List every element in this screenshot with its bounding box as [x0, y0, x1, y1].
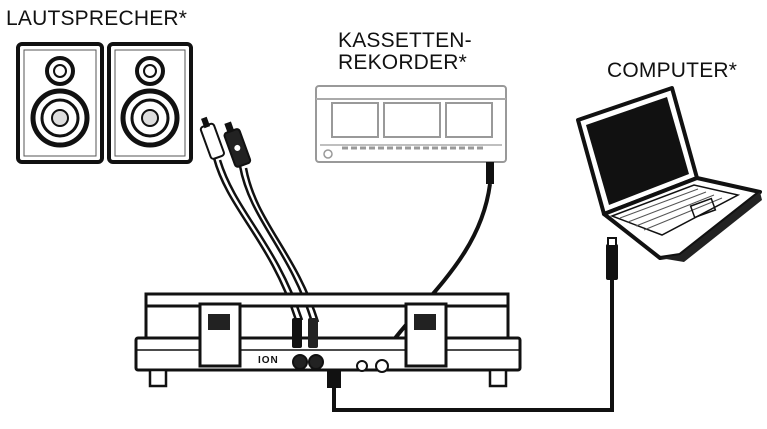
tape-cable: [380, 162, 494, 358]
speakers-label-text: LAUTSPRECHER*: [6, 7, 188, 30]
speaker-left: [16, 42, 104, 164]
cassette-recorder: [315, 85, 507, 163]
computer-label: COMPUTER*: [607, 59, 738, 82]
tape-recorder-label-line2: REKORDER*: [338, 51, 467, 75]
laptop-computer: [576, 86, 762, 262]
usb-cable: [327, 237, 618, 412]
turntable: [134, 292, 522, 388]
computer-label-text: COMPUTER*: [607, 59, 738, 82]
rca-plugs-top: [199, 116, 252, 168]
tape-recorder-label: KASSETTEN- REKORDER*: [338, 29, 472, 75]
speaker-right: [107, 42, 193, 164]
brand-text: ION: [258, 355, 279, 366]
turntable-brand-logo: ION: [258, 355, 279, 366]
speakers-label: LAUTSPRECHER*: [6, 7, 188, 30]
tape-recorder-label-line1: KASSETTEN-: [338, 29, 472, 52]
